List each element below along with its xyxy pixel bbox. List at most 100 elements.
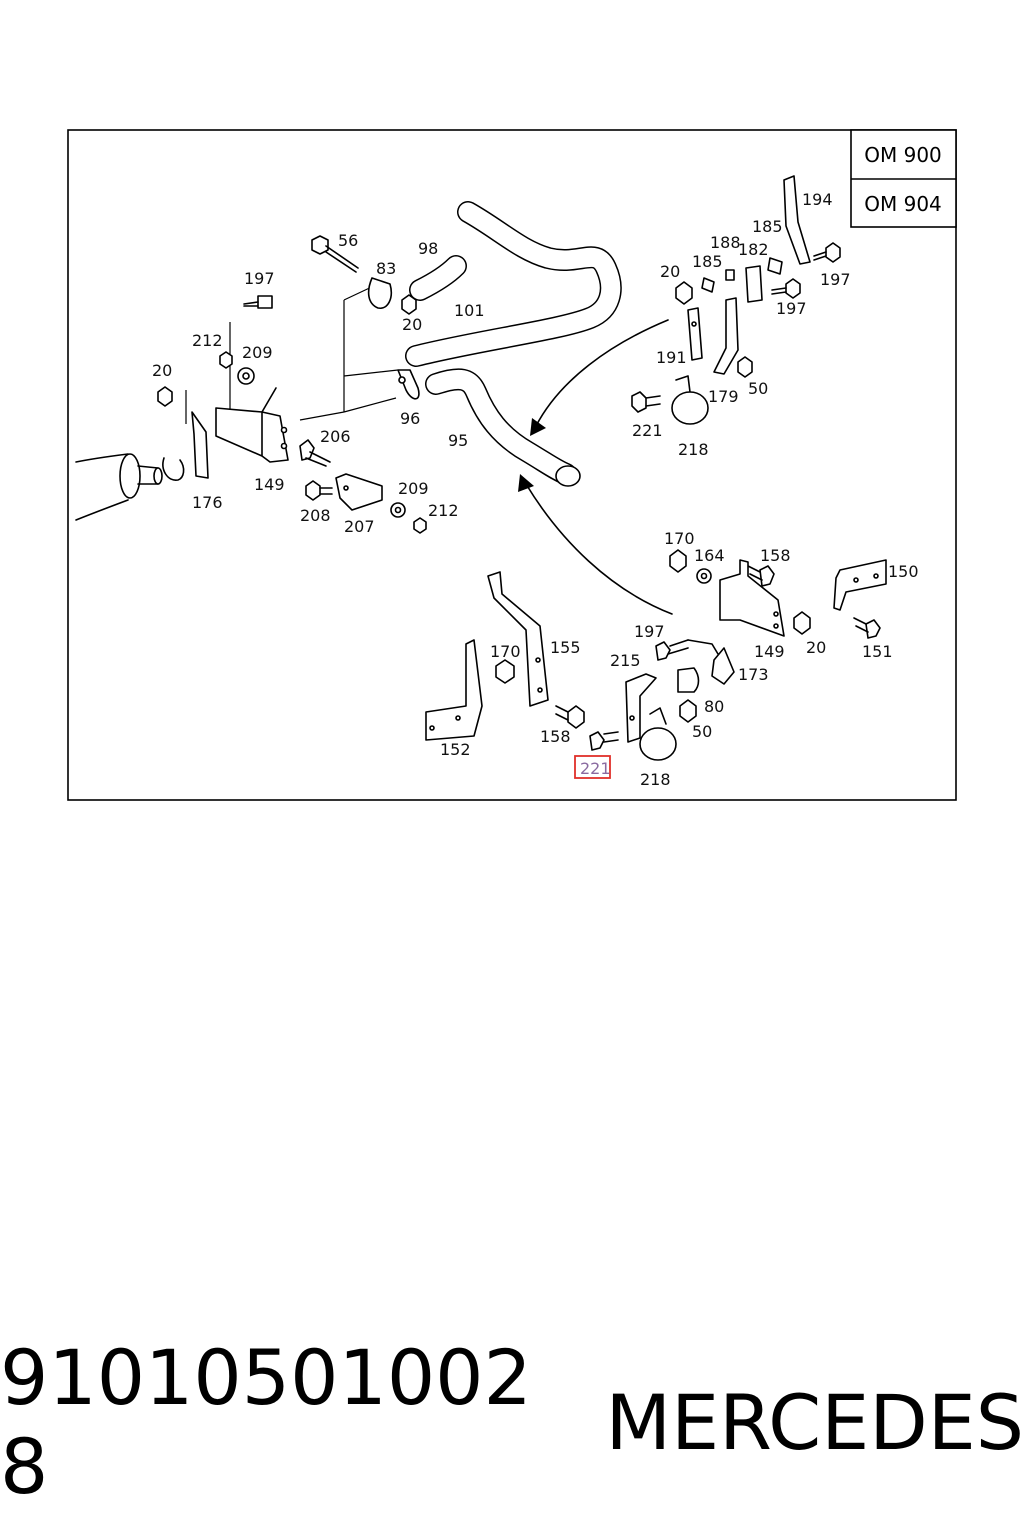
clamp-176 [162,411,209,481]
bolt-56 [311,235,359,273]
nut-20a [401,294,417,315]
callout-173: 173 [738,665,769,684]
callout-194: 194 [802,190,833,209]
block-185b [701,277,715,293]
block-182 [745,265,763,303]
nut-170a [669,549,687,573]
bolt-158a [747,565,775,587]
callout-50b: 50 [692,722,712,741]
callout-212a: 212 [192,331,223,350]
bracket-155 [487,571,549,707]
bolt-151 [853,617,881,639]
callout-20b: 20 [152,361,172,380]
bolt-197a [243,295,273,309]
callout-95: 95 [448,431,468,450]
bolt-206 [299,439,331,467]
bracket-150 [833,559,887,611]
callout-labels: 56 98 83 20 101 197 212 209 20 96 206 95… [152,190,919,789]
bracket-149-left [215,387,289,463]
callout-96: 96 [400,409,420,428]
leader-lines [185,283,399,424]
callout-149a: 149 [254,475,285,494]
nut-50b [679,699,697,723]
pipe-101 [405,201,622,367]
nut-50a [737,356,753,378]
callout-20d: 20 [806,638,826,657]
callout-218a: 218 [678,440,709,459]
nut-20b [157,386,173,407]
callout-188: 188 [710,233,741,252]
callout-197b: 197 [820,270,851,289]
bracket-152 [425,639,483,741]
callout-191: 191 [656,348,687,367]
callout-197d: 197 [634,622,665,641]
bottom-caption: 91010501002​8 MERCEDES [0,1333,1024,1511]
bolt-197c [771,278,801,299]
callout-215: 215 [610,651,641,670]
callout-20a: 20 [402,315,422,334]
callout-149b: 149 [754,642,785,661]
part-number: 91010501002​8 [0,1333,532,1511]
callout-155: 155 [550,638,581,657]
callout-206: 206 [320,427,351,446]
callout-182: 182 [738,240,769,259]
bracket-191 [687,307,703,361]
clamp-218a [671,375,709,425]
bolt-221a [631,391,661,413]
callout-158b: 158 [540,727,571,746]
callout-158a: 158 [760,546,791,565]
clamp-96 [397,369,420,400]
callout-20c: 20 [660,262,680,281]
highlight-box [574,755,611,779]
callout-209a: 209 [242,343,273,362]
callout-80: 80 [704,697,724,716]
bracket-179 [713,297,739,375]
callout-218b: 218 [640,770,671,789]
callout-176: 176 [192,493,223,512]
callout-56: 56 [338,231,358,250]
brand-name: MERCEDES [605,1377,1024,1467]
callout-208: 208 [300,506,331,525]
arrow-upper [530,319,669,436]
arrow-lower [518,474,673,615]
callout-101: 101 [454,301,485,320]
callout-50a: 50 [748,379,768,398]
washer-209a [237,367,255,385]
engine-variant-om904: OM 904 [864,192,942,216]
bolt-197d [655,639,719,661]
callout-152: 152 [440,740,471,759]
bracket-194 [783,175,811,265]
nut-170b [495,659,515,684]
nut-20c [675,281,693,305]
bolt-197b [813,242,841,263]
callout-185a: 185 [752,217,783,236]
callout-212b: 212 [428,501,459,520]
callout-150: 150 [888,562,919,581]
callout-197c: 197 [776,299,807,318]
engine-variant-om900: OM 900 [864,143,942,167]
pipe-98 [409,255,467,301]
pipe-95 [425,368,581,487]
nut-20d [793,611,811,635]
callout-185b: 185 [692,252,723,271]
nut-212b [413,517,427,534]
bracket-173 [711,647,735,685]
block-185a [767,257,783,275]
clamp-218b [639,707,677,761]
bolt-221b [589,731,619,751]
bracket-207 [335,473,383,511]
bracket-149-right [719,559,785,637]
callout-164: 164 [694,546,725,565]
bracket-215 [625,673,657,743]
isolator-80 [677,667,700,693]
callout-151: 151 [862,642,893,661]
bolt-158b [555,705,585,729]
callout-221b: 221 [580,759,611,778]
nut-212a [219,351,233,369]
callout-170a: 170 [664,529,695,548]
callout-98: 98 [418,239,438,258]
spacer-188 [725,269,735,281]
callout-207: 207 [344,517,375,536]
bolt-208 [305,480,333,501]
callout-197a: 197 [244,269,275,288]
